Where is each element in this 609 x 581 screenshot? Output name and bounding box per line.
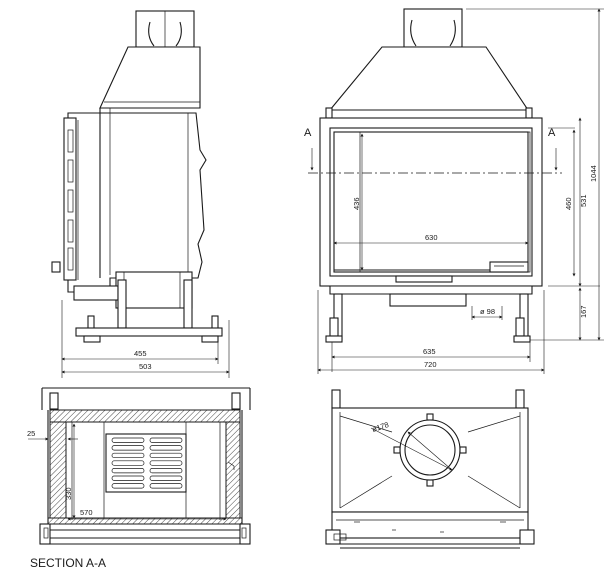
dim-720: 720 [424,360,437,369]
side-front-frame [63,117,77,281]
section-marker-right: A [548,127,556,139]
section-title: SECTION A-A [30,556,106,570]
section-left-wall [49,421,67,519]
top-body [331,407,529,513]
grille-slot [149,452,183,459]
dim-503: 503 [139,362,152,371]
front-dimensions: 436 630 460 531 1044 167 ø 98 635 720 [317,8,604,374]
dim-570: 570 [80,508,93,517]
top-view: ø178 [325,389,535,549]
section-grille [105,433,187,493]
front-flue-collar [403,8,463,48]
grille-slot [149,437,183,443]
dim-455: 455 [134,349,147,358]
grille-slot [149,445,183,451]
grille-slot [111,445,145,451]
grille-slot [111,475,145,481]
side-ash-box [115,271,193,309]
dim-167: 167 [579,305,588,318]
dim-436: 436 [352,197,361,210]
front-flue-box [389,293,467,307]
front-hood [328,46,530,111]
grille-slot [111,483,145,489]
dim-98: ø 98 [480,307,495,316]
dim-630: 630 [425,233,438,242]
side-hood [99,46,201,109]
side-view [51,10,223,343]
side-base-rail [75,327,223,337]
dim-460: 460 [564,197,573,210]
grille-slot [149,475,183,481]
dim-531: 531 [579,194,588,207]
grille-slot [111,437,145,443]
grille-slot [111,468,145,474]
dim-330: 330 [64,487,73,500]
section-marker-left: A [304,127,312,139]
section-right-wall [225,421,241,519]
grille-slot [149,468,183,474]
front-view [308,8,562,343]
side-dimensions: 455 503 [61,300,230,378]
dim-1044: 1044 [589,165,598,182]
grille-slot [149,460,183,466]
dim-635: 635 [423,347,436,356]
side-body [67,112,207,293]
grille-slot [111,452,145,459]
dim-25: 25 [27,429,35,438]
front-outer-frame [319,117,543,287]
section-dimensions: 25 330 570 [27,423,227,521]
grille-slot [149,483,183,489]
grille-slot [111,460,145,466]
section-view [39,387,251,545]
section-top-slab [49,409,241,423]
